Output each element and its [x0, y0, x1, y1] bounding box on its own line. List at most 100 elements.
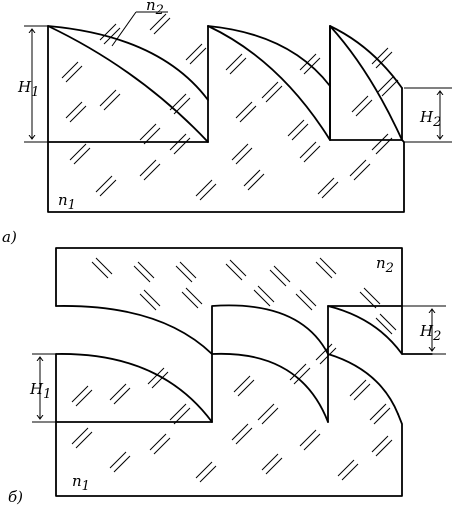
hatch-stroke	[231, 143, 249, 161]
hatch-stroke	[143, 163, 161, 181]
h1-label-a: H1	[17, 78, 39, 100]
hatch-stroke	[69, 143, 87, 161]
hatch-stroke	[299, 53, 317, 71]
hatch-stroke	[225, 263, 243, 281]
hatch-stroke	[175, 265, 193, 283]
hatch-stroke	[151, 371, 169, 389]
hatch-stroke	[299, 289, 317, 307]
hatch-stroke	[75, 431, 93, 449]
hatch-stroke	[185, 287, 203, 305]
hatch-stroke	[229, 57, 247, 75]
hatch-stroke	[195, 179, 213, 197]
hatch-stroke	[375, 51, 393, 69]
hatch-stroke	[273, 265, 291, 283]
hatch-stroke	[231, 423, 249, 441]
hatch-stroke	[103, 93, 121, 111]
hatch-stroke	[261, 81, 279, 99]
hatch-stroke	[379, 313, 397, 331]
hatch-stroke	[353, 163, 371, 181]
hatch-stroke	[169, 403, 187, 421]
hatch-stroke	[91, 261, 109, 279]
hatch-stroke	[243, 169, 261, 187]
hatch-stroke	[109, 383, 127, 401]
hatch-stroke	[139, 293, 157, 311]
hatch-stroke	[375, 317, 393, 335]
n2-leader-a	[111, 11, 137, 47]
hatch-stroke	[299, 141, 317, 159]
hatch-stroke	[65, 65, 83, 83]
hatch-stroke	[247, 173, 265, 191]
hatch-stroke	[363, 287, 381, 305]
hatch-stroke	[189, 47, 207, 65]
hatch-stroke	[147, 367, 165, 385]
hatch-stroke	[371, 47, 389, 65]
hatch-stroke	[235, 147, 253, 165]
hatch-stroke	[71, 385, 89, 403]
n2-label-a: n2	[146, 0, 164, 18]
hatch-stroke	[287, 119, 305, 137]
hatch-stroke	[181, 291, 199, 309]
hatch-stroke	[153, 17, 171, 35]
tooth1-arc-b	[55, 353, 213, 423]
hatch-stroke	[349, 379, 367, 397]
hatch-stroke	[321, 181, 339, 199]
n2-label-b: n2	[376, 254, 394, 276]
hatch-stroke	[71, 427, 89, 445]
hatch-stroke	[291, 123, 309, 141]
hatch-stroke	[315, 343, 333, 361]
hatch-stroke	[199, 183, 217, 201]
hatch-stroke	[73, 147, 91, 165]
hatch-stroke	[373, 407, 391, 425]
h1-label-b: H1	[29, 380, 51, 402]
hatch-stroke	[265, 85, 283, 103]
hatch-stroke	[265, 457, 283, 475]
hatch-stroke	[353, 383, 371, 401]
top-block-outline-b	[55, 247, 403, 355]
hatch-stroke	[185, 43, 203, 61]
hatch-stroke	[235, 101, 253, 119]
hatch-stroke	[257, 403, 275, 421]
hatch-stroke	[143, 289, 161, 307]
hatch-stroke	[269, 269, 287, 287]
hatch-stroke	[99, 179, 117, 197]
hatch-stroke	[303, 433, 321, 451]
hatch-stroke	[337, 459, 355, 477]
tooth3-arc-a	[329, 25, 403, 89]
hatch-stroke	[99, 23, 117, 41]
hatch-stroke	[233, 375, 251, 393]
hatching-b	[71, 257, 397, 483]
figure-a-label: а)	[2, 228, 17, 246]
tooth2-arc-a	[207, 25, 331, 87]
hatch-stroke	[69, 105, 87, 123]
n1-label-a: n1	[58, 191, 76, 213]
hatch-stroke	[239, 105, 257, 123]
hatch-stroke	[149, 433, 167, 451]
hatch-stroke	[179, 261, 197, 279]
hatch-stroke	[153, 437, 171, 455]
hatch-stroke	[293, 367, 311, 385]
hatch-stroke	[225, 53, 243, 71]
n1-label-b: n1	[72, 472, 90, 494]
figure-b-label: б)	[8, 488, 23, 506]
hatch-stroke	[139, 123, 157, 141]
hatch-stroke	[95, 175, 113, 193]
hatch-stroke	[349, 159, 367, 177]
hatch-stroke	[95, 257, 113, 275]
hatch-stroke	[235, 427, 253, 445]
hatch-stroke	[113, 455, 131, 473]
hatch-stroke	[253, 289, 271, 307]
hatch-stroke	[139, 159, 157, 177]
hatch-stroke	[149, 13, 167, 31]
top-block-profile-b	[55, 304, 403, 355]
hatch-stroke	[103, 27, 121, 45]
hatch-stroke	[377, 75, 395, 93]
hatch-stroke	[355, 99, 373, 117]
tooth1-inner-a	[47, 25, 209, 143]
h2-label-b: H2	[419, 322, 441, 344]
tooth2-arc-b	[211, 352, 329, 423]
hatch-stroke	[113, 387, 131, 405]
figure-a: H1 H2 n2 n1 а)	[2, 0, 452, 246]
hatch-stroke	[299, 429, 317, 447]
